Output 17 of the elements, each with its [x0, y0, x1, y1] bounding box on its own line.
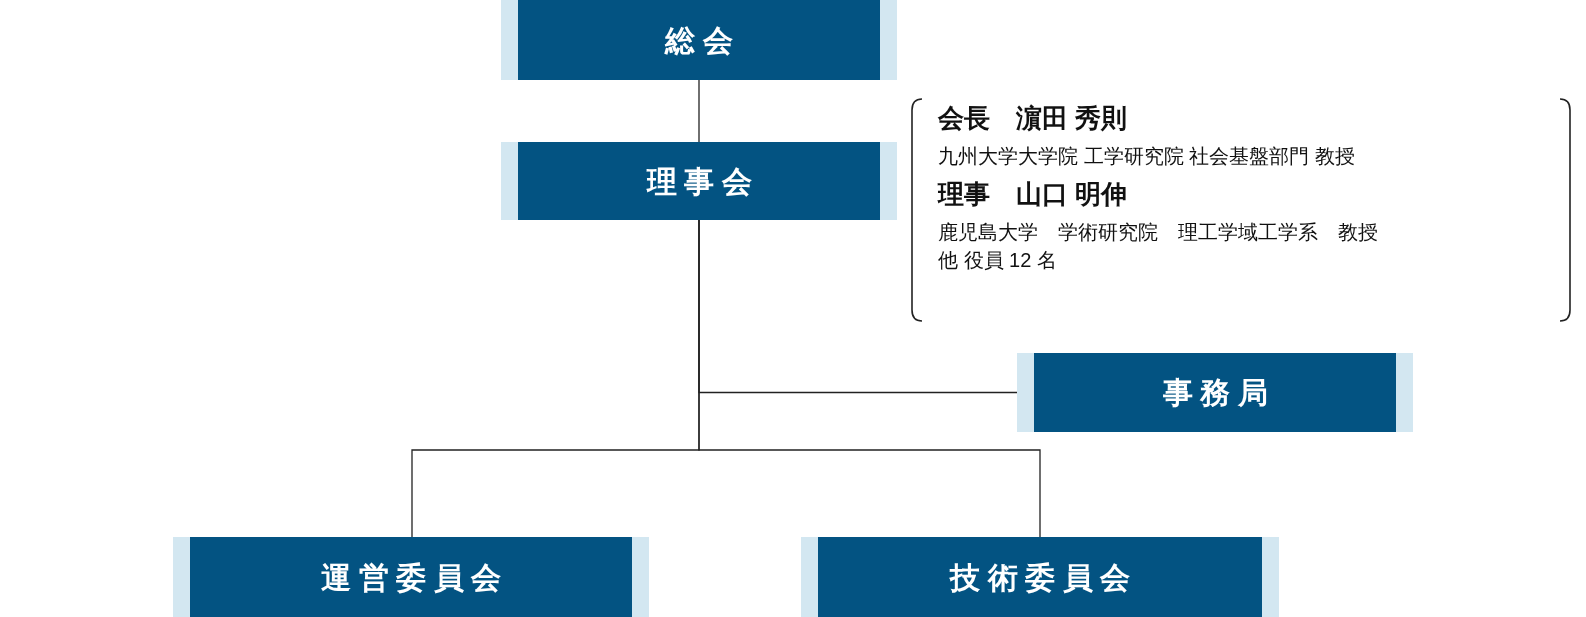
- org-box: [801, 537, 1279, 617]
- affiliation-text: 他 役員 12 名: [938, 248, 1058, 273]
- org-box: [1017, 353, 1413, 432]
- affiliation-text: 九州大学大学院 工学研究院 社会基盤部門 教授: [938, 144, 1356, 169]
- org-box: [501, 142, 897, 220]
- unit-name: 理事会: [645, 163, 759, 200]
- officer-name: 会長 濵田 秀則: [938, 102, 1129, 135]
- unit-name: 事務局: [1161, 375, 1275, 411]
- officer-name: 理事 山口 明伸: [938, 178, 1129, 211]
- connector-line: [698, 79, 700, 143]
- unit-name: 技術委員会: [948, 559, 1138, 596]
- connector-line: [698, 219, 1041, 538]
- affiliation-text: 鹿児島大学 学術研究院 理工学域工学系 教授: [938, 220, 1378, 245]
- unit-name: 総会: [663, 22, 741, 59]
- unit-name: 運営委員会: [320, 559, 509, 596]
- org-box: [173, 537, 649, 617]
- org-box: [501, 0, 897, 80]
